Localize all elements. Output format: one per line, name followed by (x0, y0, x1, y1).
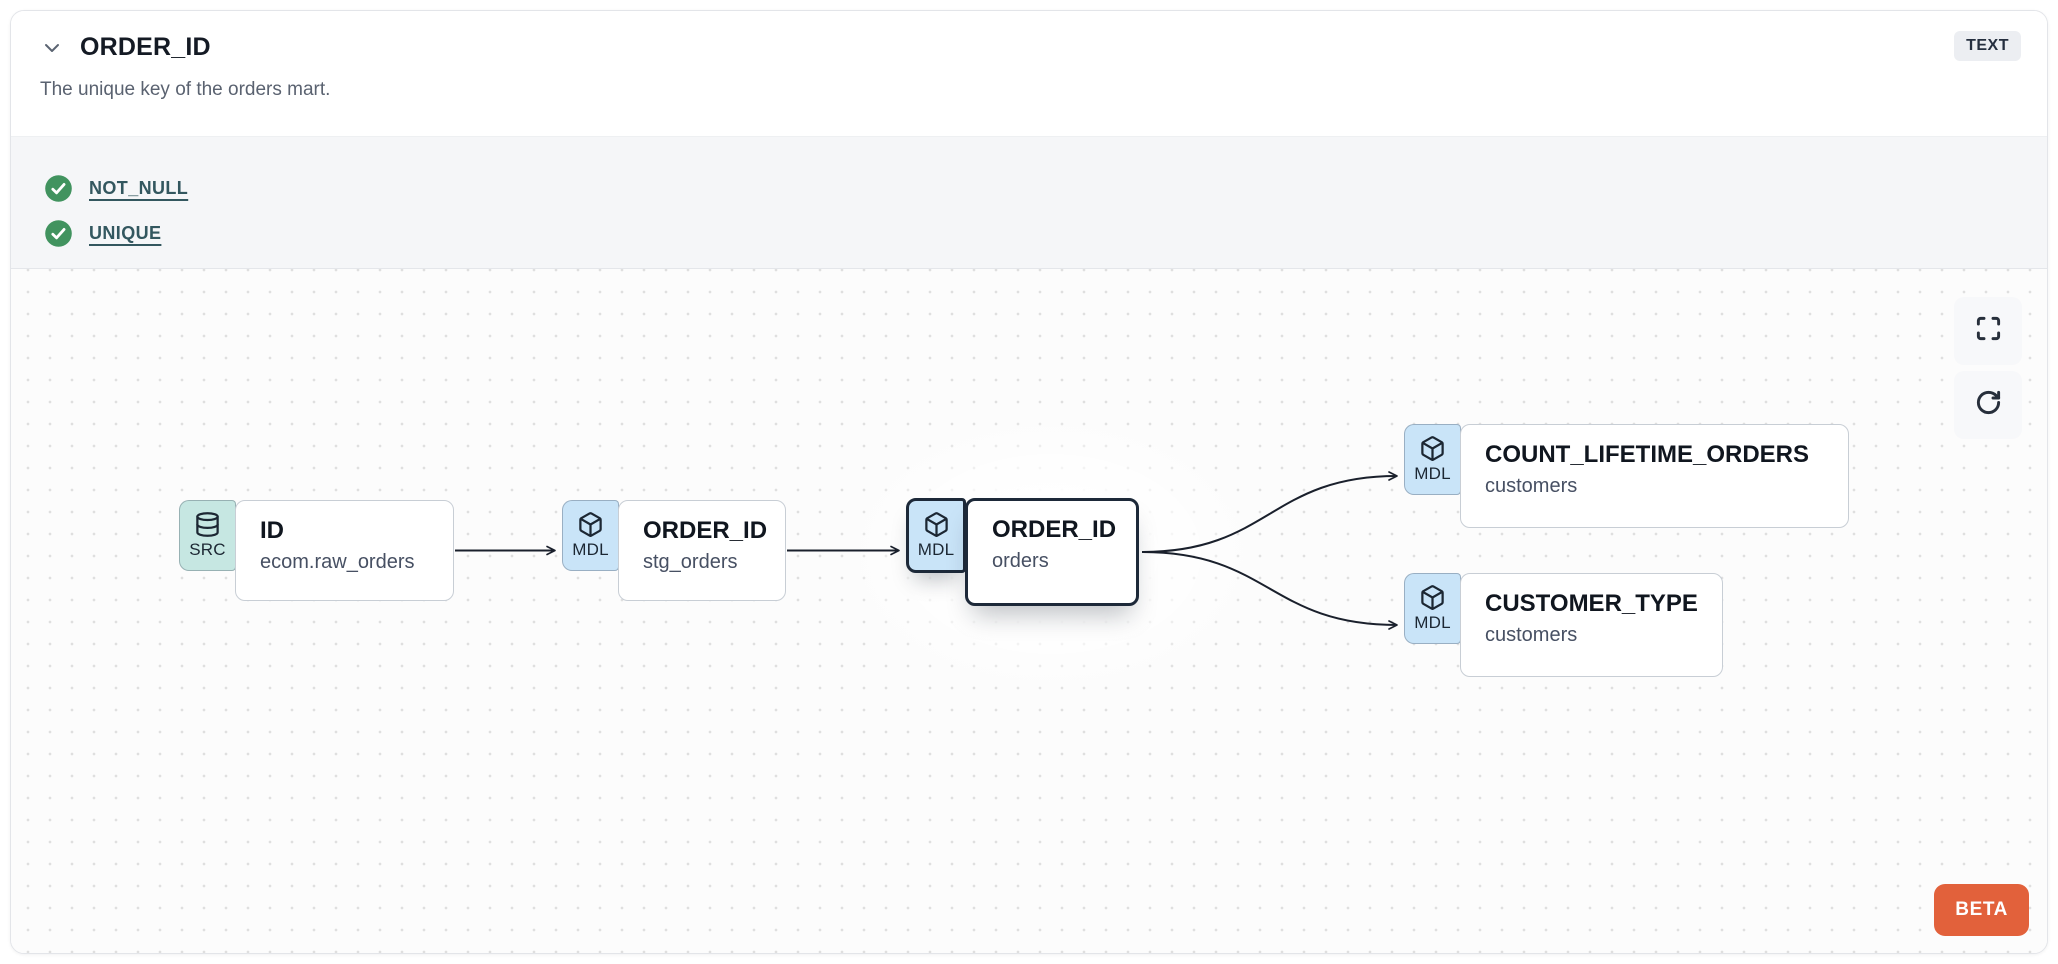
maximize-icon (1975, 315, 2002, 347)
node-subtitle: stg_orders (643, 551, 738, 573)
node-badge-label: SRC (189, 540, 226, 559)
test-row: UNIQUE (44, 219, 2019, 248)
node-badge-label: MDL (1414, 613, 1451, 632)
node-badge-label: MDL (917, 540, 955, 559)
node-badge-label: MDL (1414, 464, 1451, 483)
node-badge-label: MDL (572, 540, 609, 559)
node-subtitle: customers (1485, 475, 1578, 497)
node-card: ID ecom.raw_orders (235, 500, 454, 601)
node-card: ORDER_ID stg_orders (618, 500, 786, 601)
node-subtitle: orders (992, 550, 1049, 572)
node-card: COUNT_LIFETIME_ORDERS customers (1460, 424, 1849, 528)
node-badge: MDL (1404, 573, 1461, 644)
test-row: NOT_NULL (44, 174, 2019, 203)
node-badge: MDL (562, 500, 619, 571)
test-link-not-null[interactable]: NOT_NULL (89, 177, 189, 198)
box-icon (1419, 435, 1446, 462)
tests-section: NOT_NULL UNIQUE (11, 136, 2047, 269)
node-card: CUSTOMER_TYPE customers (1460, 573, 1723, 677)
column-details-card: ORDER_ID TEXT The unique key of the orde… (10, 10, 2048, 954)
check-circle-icon (44, 219, 73, 248)
check-circle-icon (44, 174, 73, 203)
database-icon (194, 511, 221, 538)
column-header: ORDER_ID TEXT The unique key of the orde… (11, 11, 2047, 136)
rotate-cw-icon (1975, 389, 2002, 421)
node-title: CUSTOMER_TYPE (1485, 590, 1698, 617)
fullscreen-button[interactable] (1954, 297, 2022, 365)
node-title: COUNT_LIFETIME_ORDERS (1485, 441, 1810, 468)
chevron-down-icon[interactable] (39, 35, 65, 61)
node-badge: MDL (1404, 424, 1461, 495)
lineage-node-id-ecom-raw-orders[interactable]: SRC ID ecom.raw_orders (179, 500, 454, 601)
lineage-edge-order-id-orders-to-customer-type-customers (1141, 551, 1398, 630)
lineage-edges (455, 471, 1398, 630)
column-type-badge: TEXT (1954, 31, 2021, 61)
node-badge: MDL (906, 498, 966, 573)
lineage-node-order-id-stg-orders[interactable]: MDL ORDER_ID stg_orders (562, 500, 786, 601)
column-title: ORDER_ID (80, 33, 211, 61)
lineage-edge-order-id-orders-to-count-lifetime-orders-customers (1141, 471, 1398, 553)
test-link-unique[interactable]: UNIQUE (89, 222, 162, 243)
node-title: ORDER_ID (643, 517, 768, 544)
node-subtitle: ecom.raw_orders (260, 551, 415, 573)
box-icon (1419, 584, 1446, 611)
node-title: ID (260, 517, 284, 544)
box-icon (577, 511, 604, 538)
refresh-button[interactable] (1954, 371, 2022, 439)
canvas-controls (1954, 297, 2022, 439)
node-subtitle: customers (1485, 624, 1578, 646)
beta-badge: BETA (1934, 884, 2029, 936)
lineage-node-count-lifetime-orders-customers[interactable]: MDL COUNT_LIFETIME_ORDERS customers (1404, 424, 1849, 528)
box-icon (923, 511, 950, 538)
node-title: ORDER_ID (992, 516, 1117, 543)
column-description: The unique key of the orders mart. (40, 79, 331, 100)
lineage-node-customer-type-customers[interactable]: MDL CUSTOMER_TYPE customers (1404, 573, 1723, 677)
node-badge: SRC (179, 500, 236, 571)
